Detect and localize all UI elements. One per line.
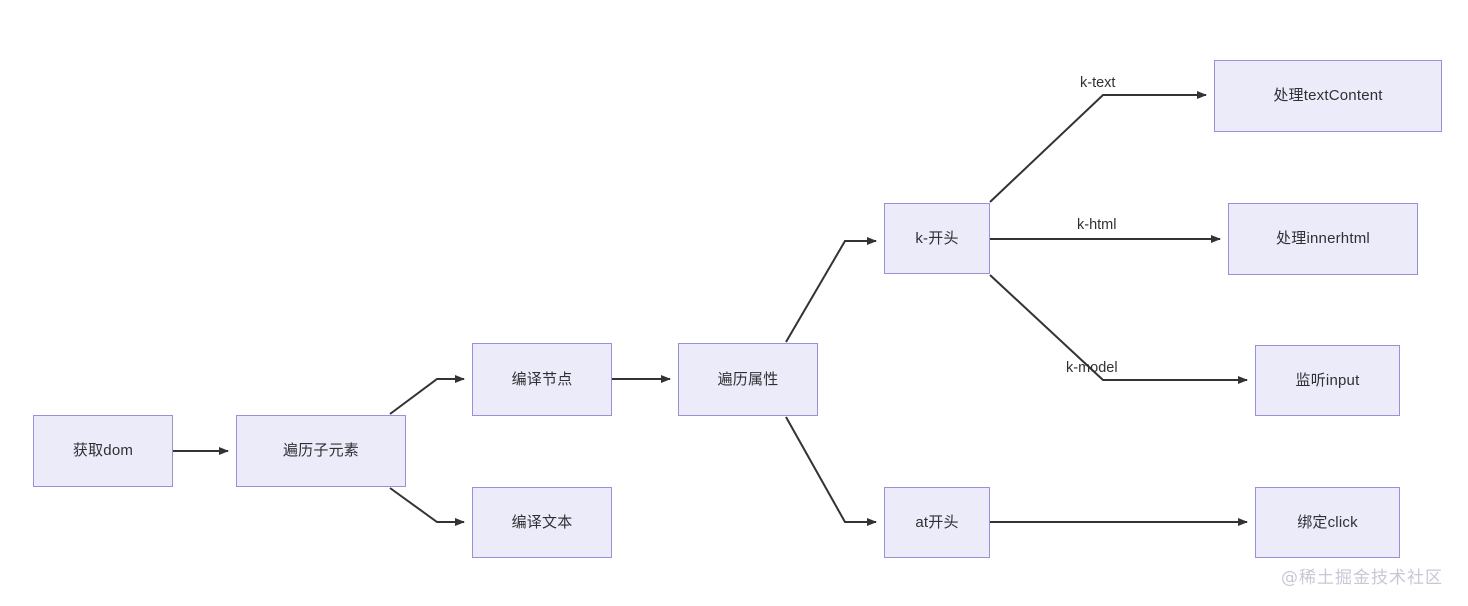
node-label: 编译节点 xyxy=(511,370,573,388)
node-at-prefix[interactable]: at开头 xyxy=(884,487,990,558)
node-walk-attrs[interactable]: 遍历属性 xyxy=(678,343,818,416)
node-listen-input[interactable]: 监听input xyxy=(1255,345,1400,416)
edge-paths xyxy=(173,91,1248,526)
node-label: 遍历子元素 xyxy=(282,442,359,459)
node-get-dom[interactable]: 获取dom xyxy=(33,415,173,487)
edge-k-prefix-to-listen-input xyxy=(989,274,1248,384)
node-label: 处理textContent xyxy=(1273,87,1383,104)
node-handle-html[interactable]: 处理innerhtml xyxy=(1228,203,1418,275)
node-label: 编译文本 xyxy=(511,513,573,531)
node-bind-click[interactable]: 绑定click xyxy=(1255,487,1400,558)
node-label: 获取dom xyxy=(72,442,134,459)
node-compile-node[interactable]: 编译节点 xyxy=(472,343,612,416)
edge-walk-attrs-to-k-prefix xyxy=(785,237,877,343)
edge-label-lbl-k-html: k-html xyxy=(1077,217,1117,233)
node-k-prefix[interactable]: k-开头 xyxy=(884,203,990,274)
edge-label-lbl-k-text: k-text xyxy=(1080,75,1116,91)
watermark: @稀土掘金技术社区 xyxy=(1281,568,1443,588)
node-label: 遍历属性 xyxy=(717,370,779,388)
edge-label-lbl-k-model: k-model xyxy=(1066,360,1118,376)
node-walk-children[interactable]: 遍历子元素 xyxy=(236,415,406,487)
edge-k-prefix-to-handle-text xyxy=(989,91,1207,203)
edge-walk-children-to-compile-text xyxy=(389,487,465,526)
node-compile-text[interactable]: 编译文本 xyxy=(472,487,612,558)
node-handle-text[interactable]: 处理textContent xyxy=(1214,60,1442,132)
node-label: k-开头 xyxy=(915,229,959,247)
node-label: 绑定click xyxy=(1297,513,1358,531)
node-label: 监听input xyxy=(1295,371,1360,389)
edge-walk-attrs-to-at-prefix xyxy=(785,416,877,526)
edge-walk-children-to-compile-node xyxy=(389,375,465,415)
node-label: 处理innerhtml xyxy=(1276,230,1370,247)
node-label: at开头 xyxy=(915,513,959,531)
